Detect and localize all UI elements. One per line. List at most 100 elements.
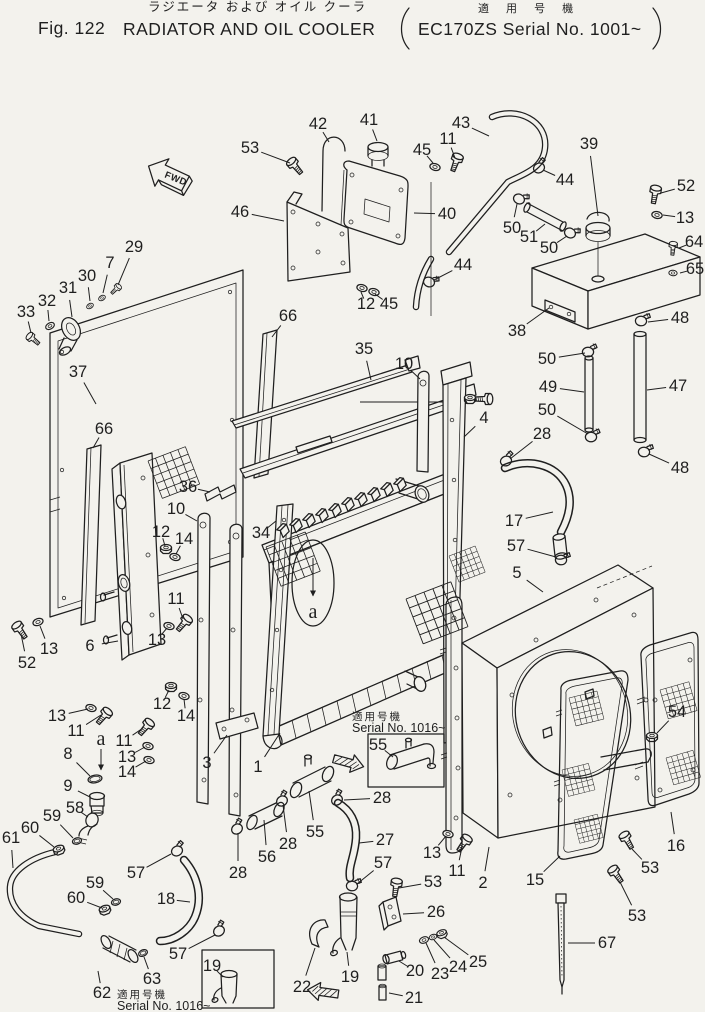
part-number-callout: 66 bbox=[279, 307, 297, 325]
callout-leader bbox=[398, 960, 409, 967]
part-number-callout: 11 bbox=[67, 722, 84, 740]
part-number-callout: 11 bbox=[115, 732, 132, 750]
part-number-callout: 32 bbox=[38, 292, 56, 310]
inset-elbow-19 bbox=[211, 969, 238, 1004]
callout-leader bbox=[513, 203, 518, 218]
callout-leader bbox=[251, 213, 285, 222]
part-number-callout: 50 bbox=[503, 219, 521, 237]
washer-icon bbox=[31, 616, 45, 628]
part-number-callout: 38 bbox=[508, 322, 526, 340]
part-number-callout: 25 bbox=[469, 953, 487, 971]
callout-leader bbox=[433, 939, 451, 959]
callout-leader bbox=[185, 513, 198, 522]
inset-elbow-55 bbox=[386, 737, 437, 770]
callout-leader bbox=[471, 127, 490, 137]
u-bolt-22 bbox=[309, 919, 329, 948]
part-number-callout: 15 bbox=[526, 871, 544, 889]
callout-leader bbox=[356, 870, 374, 885]
part-number-callout: 53 bbox=[641, 859, 659, 877]
part-number-callout: 28 bbox=[279, 835, 297, 853]
seal-strip-66-lower bbox=[80, 444, 102, 626]
part-number-callout: 13 bbox=[118, 748, 136, 766]
callout-leader bbox=[162, 538, 166, 547]
callout-leader bbox=[87, 287, 91, 302]
bolt-icon bbox=[173, 612, 195, 635]
callout-leader bbox=[433, 270, 453, 281]
part-number-callout: 61 bbox=[2, 829, 20, 847]
lower-hose-18 bbox=[155, 855, 204, 946]
part-number-callout: 6 bbox=[85, 637, 94, 655]
part-number-callout: 63 bbox=[143, 970, 161, 988]
part-number-callout: 48 bbox=[671, 459, 689, 477]
part-number-callout: 5 bbox=[512, 564, 521, 582]
sarrow-icon bbox=[305, 980, 341, 1004]
callout-leader bbox=[384, 750, 394, 758]
clamp-icon bbox=[226, 816, 248, 837]
part-number-callout: 17 bbox=[505, 512, 523, 530]
bolt-icon bbox=[605, 863, 627, 886]
fwd-arrow: FWD bbox=[147, 158, 193, 197]
callout-leader bbox=[39, 625, 46, 639]
clamp-icon bbox=[208, 918, 230, 939]
fan-opening bbox=[514, 651, 632, 779]
inset2-box bbox=[201, 949, 275, 1009]
callout-leader bbox=[559, 388, 585, 393]
part-number-callout: 9 bbox=[63, 777, 72, 795]
reserve-tank-bracket-46 bbox=[286, 191, 351, 282]
callout-leader bbox=[463, 425, 476, 438]
callout-leader bbox=[69, 299, 73, 318]
callout-leader bbox=[146, 853, 172, 868]
callout-leader bbox=[388, 992, 403, 997]
fan-guard-15 bbox=[553, 670, 652, 860]
part-number-callout: 13 bbox=[148, 631, 166, 649]
bolt-icon bbox=[9, 619, 31, 642]
part-number-callout: 45 bbox=[413, 141, 431, 159]
callout-leader bbox=[656, 720, 670, 734]
nut-icon bbox=[97, 903, 113, 917]
part-number-callout: 41 bbox=[360, 111, 378, 129]
clamp-icon bbox=[511, 188, 532, 208]
callout-leader bbox=[197, 488, 211, 493]
page-header: Fig. 122 ラジエータ および オイル クーラ RADIATOR AND … bbox=[38, 0, 662, 50]
washer-icon bbox=[142, 754, 156, 766]
callout-leader bbox=[360, 291, 365, 299]
callout-leader bbox=[535, 223, 546, 232]
title-japanese: ラジエータ および オイル クーラ bbox=[148, 0, 367, 14]
callout-leader bbox=[543, 855, 561, 873]
callout-leader bbox=[216, 970, 224, 978]
callout-leader bbox=[305, 947, 316, 976]
reference-letter: a bbox=[97, 728, 106, 750]
washer-icon bbox=[417, 934, 431, 946]
part-number-callout: 12 bbox=[357, 295, 375, 313]
callout-leader bbox=[164, 689, 170, 698]
part-number-callout: 53 bbox=[241, 139, 259, 157]
callout-leader bbox=[670, 811, 675, 835]
oil-cooler-6 bbox=[99, 452, 162, 661]
callout-leader bbox=[647, 318, 669, 323]
part-number-callout: 10 bbox=[167, 500, 185, 518]
callout-leader bbox=[83, 382, 97, 405]
callout-leader bbox=[631, 848, 643, 860]
callout-leader bbox=[213, 734, 228, 754]
part-number-callout: 59 bbox=[43, 807, 61, 825]
reference-balloons-layer: aa bbox=[97, 539, 335, 771]
part-number-callout: 21 bbox=[405, 989, 423, 1007]
bolt-icon bbox=[284, 155, 306, 178]
washer-icon bbox=[85, 301, 95, 311]
part-number-callout: 26 bbox=[427, 903, 445, 921]
mounting-strap-10c bbox=[416, 370, 430, 473]
callout-leader bbox=[47, 309, 50, 322]
fan-shroud-5 bbox=[461, 564, 656, 839]
part-number-callout: 48 bbox=[671, 309, 689, 327]
callout-leader bbox=[525, 511, 554, 519]
part-number-callout: 53 bbox=[424, 873, 442, 891]
callout-leader bbox=[188, 934, 216, 949]
callout-leader bbox=[282, 804, 287, 833]
callout-leader bbox=[101, 640, 119, 645]
oil-cooler-tank-38 bbox=[523, 202, 701, 444]
bolt-icon bbox=[473, 392, 494, 406]
callout-leader bbox=[264, 732, 281, 758]
nut-icon bbox=[463, 393, 477, 405]
part-number-callout: 64 bbox=[685, 233, 703, 251]
callout-leader bbox=[27, 321, 32, 334]
